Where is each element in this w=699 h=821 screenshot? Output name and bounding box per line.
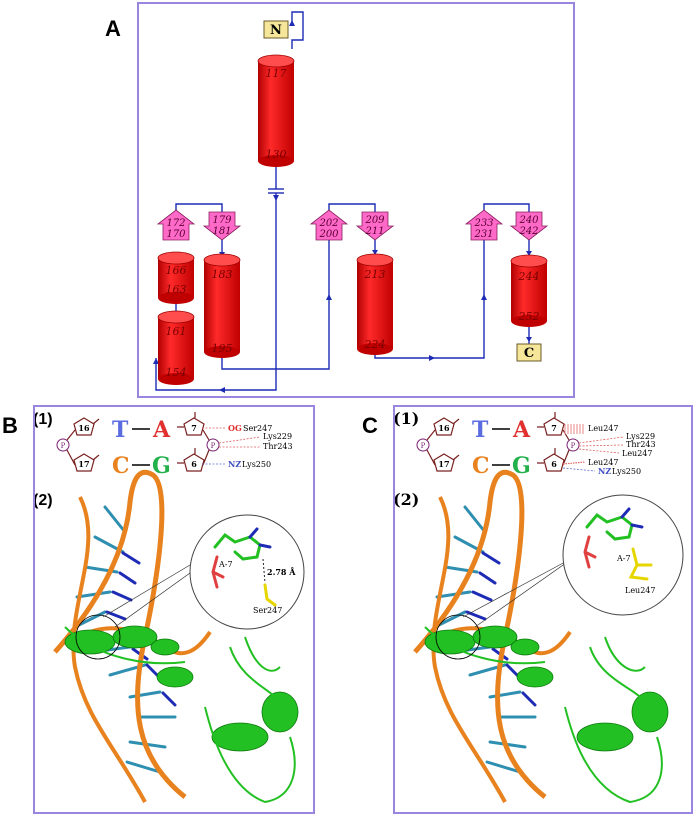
helix-166-163: 166 163 (157, 251, 195, 304)
label-lys250: Lys250 (242, 460, 271, 469)
label-og: OG (228, 423, 242, 433)
base-g: G (152, 453, 171, 479)
panel-b-sub1: (1) (35, 411, 53, 428)
strand-209-211: 209 211 (355, 211, 395, 241)
panel-a-frame: N C 117 130 166 163 161 154 183 195 (137, 2, 575, 398)
svg-text:252: 252 (518, 310, 540, 323)
svg-text:117: 117 (266, 67, 287, 80)
svg-text:242: 242 (518, 226, 538, 237)
sugar-17: 17 (438, 459, 449, 469)
svg-text:213: 213 (364, 268, 386, 281)
base-g: G (512, 453, 531, 479)
svg-text:161: 161 (166, 325, 187, 338)
zoom-label-distance: 2.78 Å (267, 567, 296, 577)
panel-c-dna-protein (413, 469, 669, 804)
svg-text:170: 170 (166, 229, 186, 240)
sugar-6: 6 (551, 459, 557, 469)
label-leu247-c: Leu247 (588, 458, 618, 467)
panel-b-frame: (1) (2) 16 17 P T A C G 7 6 P OG Ser247 … (33, 405, 315, 814)
svg-text:209: 209 (364, 215, 385, 226)
svg-text:179: 179 (212, 215, 232, 226)
c-terminus-label: C (524, 346, 534, 361)
base-t: T (112, 417, 129, 443)
zoom-label-ser247: Ser247 (253, 606, 282, 615)
panel-c-sub2: (2) (395, 490, 419, 509)
topology-diagram: N C 117 130 166 163 161 154 183 195 (153, 11, 549, 393)
helix-213-224: 213 224 (356, 253, 394, 355)
n-terminus-label: N (270, 23, 282, 38)
phosphate-left: P (421, 442, 426, 450)
helix-117-130: 117 130 (257, 54, 295, 167)
label-leu247-b: Leu247 (622, 449, 652, 458)
strand-233-231: 233 231 (464, 209, 504, 241)
svg-text:183: 183 (212, 268, 233, 281)
panel-c-zoom: A-7 Leu247 (562, 494, 684, 616)
panel-b-schematic: 16 17 P T A C G 7 6 P OG Ser247 Lys229 T… (56, 412, 293, 479)
panel-letter-c: C (362, 413, 378, 438)
panel-letter-b: B (2, 413, 18, 438)
svg-text:200: 200 (318, 229, 339, 240)
phosphate-right: P (571, 442, 576, 450)
label-lys250: Lys250 (612, 467, 641, 476)
svg-text:202: 202 (318, 218, 338, 229)
svg-text:163: 163 (166, 283, 187, 296)
strand-172-170: 172 170 (156, 209, 196, 241)
label-lys229: Lys229 (263, 432, 292, 441)
helix-183-195: 183 195 (203, 253, 241, 358)
label-ser247: Ser247 (243, 424, 272, 433)
svg-text:154: 154 (166, 366, 187, 379)
zoom-label-a7: A-7 (616, 554, 631, 563)
phosphate-right: P (211, 442, 216, 450)
label-thr243: Thr243 (626, 440, 656, 449)
panel-c-frame: (1) (2) 16 17 P T A C G 7 6 P Leu247 (393, 405, 693, 814)
svg-text:130: 130 (266, 148, 287, 161)
helix-161-154: 161 154 (157, 310, 195, 385)
base-a: A (512, 417, 531, 443)
sugar-16: 16 (438, 423, 450, 433)
label-leu247-a: Leu247 (588, 424, 618, 433)
svg-text:172: 172 (166, 218, 185, 229)
strand-240-242: 240 242 (509, 211, 549, 241)
zoom-label-a7: A-7 (218, 560, 233, 569)
svg-text:195: 195 (212, 342, 233, 355)
svg-text:231: 231 (473, 229, 493, 240)
label-nz: NZ (598, 466, 611, 476)
svg-text:181: 181 (212, 226, 231, 237)
sugar-17: 17 (78, 459, 89, 469)
base-c: C (112, 453, 130, 479)
label-nz: NZ (228, 459, 241, 469)
panel-c-schematic: 16 17 P T A C G 7 6 P Leu247 Lys229 Thr2… (416, 412, 656, 479)
zoom-label-leu247: Leu247 (625, 586, 655, 595)
panel-c-sub1: (1) (395, 409, 419, 428)
helix-244-252: 244 252 (510, 254, 548, 327)
label-lys229: Lys229 (626, 432, 655, 441)
panel-b-zoom: A-7 2.78 Å Ser247 (189, 514, 305, 630)
svg-text:211: 211 (364, 226, 384, 237)
base-t: T (472, 417, 489, 443)
sugar-7: 7 (191, 423, 197, 433)
panel-b-figure: (1) (2) 16 17 P T A C G 7 6 P OG Ser247 … (33, 411, 305, 804)
panel-b-dna-protein (53, 469, 299, 804)
sugar-6: 6 (191, 459, 197, 469)
strand-179-181: 179 181 (202, 211, 242, 241)
c-terminus-box (516, 343, 542, 362)
svg-text:244: 244 (518, 270, 540, 283)
panel-letter-a: A (105, 16, 121, 41)
phosphate-left: P (61, 442, 66, 450)
n-terminus-box (263, 20, 289, 39)
base-c: C (472, 453, 490, 479)
label-thr243: Thr243 (263, 442, 293, 451)
svg-text:166: 166 (166, 264, 187, 277)
svg-text:224: 224 (364, 338, 386, 351)
sugar-7: 7 (551, 423, 557, 433)
sugar-16: 16 (78, 423, 90, 433)
strand-202-200: 202 200 (309, 209, 349, 241)
panel-c-figure: (1) (2) 16 17 P T A C G 7 6 P Leu247 (393, 409, 684, 804)
svg-text:240: 240 (518, 215, 539, 226)
base-a: A (152, 417, 171, 443)
svg-text:233: 233 (473, 218, 493, 229)
panel-b-sub2: (2) (35, 492, 53, 509)
